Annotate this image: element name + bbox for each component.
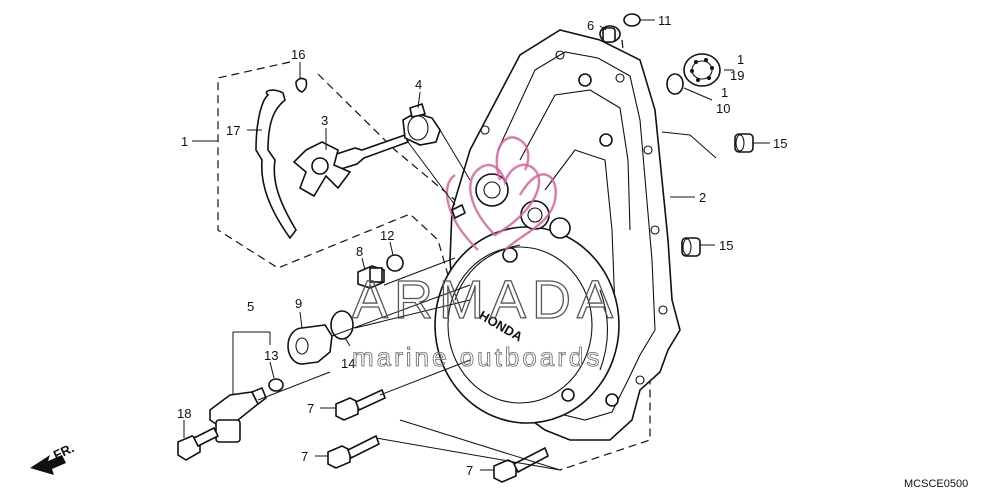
callout-14: 14 <box>341 356 355 371</box>
callout-6: 6 <box>587 18 594 33</box>
callout-1-assembly: 1 <box>181 134 188 149</box>
callout-1-seal: 1 <box>721 85 728 100</box>
callout-12: 12 <box>380 228 394 243</box>
callout-1-bearing: 1 <box>737 52 744 67</box>
plug-bolt-part-8 <box>357 265 385 289</box>
callout-13: 13 <box>264 348 278 363</box>
callout-15-upper: 15 <box>773 136 787 151</box>
front-direction-indicator: FR. <box>30 440 76 475</box>
callout-11: 11 <box>658 13 672 28</box>
sensor-boss <box>520 200 550 230</box>
plug-part-9 <box>287 324 333 365</box>
callout-8: 8 <box>356 244 363 259</box>
dowel-pin-part-15-upper <box>734 133 754 153</box>
oil-seal-part-10 <box>666 73 684 95</box>
plug-part-6 <box>599 25 621 43</box>
callout-7-a: 7 <box>307 401 314 416</box>
sensor-part-5 <box>209 386 267 443</box>
bolt-part-7-a <box>335 388 387 421</box>
bolt-part-18 <box>177 426 220 461</box>
callout-4: 4 <box>415 77 422 92</box>
direction-label: FR. <box>51 440 76 462</box>
pump-boss <box>475 173 509 207</box>
rear-case-cover-housing: HONDA <box>434 29 681 441</box>
impeller-shaft-part-3 <box>292 133 410 198</box>
small-stud <box>450 203 467 220</box>
water-pump-seal-part-4 <box>402 102 441 146</box>
water-pump-group-outline-2 <box>317 73 456 201</box>
water-hose-part-17 <box>255 89 297 240</box>
o-ring-part-14 <box>330 310 354 340</box>
arrow-left-icon <box>30 455 66 475</box>
callout-19: 19 <box>730 68 744 83</box>
watermark-hearts-logo <box>445 136 557 251</box>
washer-part-12 <box>386 254 404 272</box>
callout-15-lower: 15 <box>719 238 733 253</box>
callout-7-b: 7 <box>301 449 308 464</box>
callout-labels: 1 17 16 3 4 6 11 1 19 1 10 15 2 15 8 12 … <box>177 13 787 478</box>
callout-10: 10 <box>716 101 730 116</box>
callout-3: 3 <box>321 113 328 128</box>
leader-lines <box>183 19 770 471</box>
o-ring-part-11 <box>623 13 641 27</box>
bearing-part-19 <box>683 53 721 87</box>
callout-5: 5 <box>247 299 254 314</box>
o-ring-part-13 <box>268 378 284 392</box>
watermark-tagline: marine outboards <box>352 342 602 372</box>
hose-clip-part-16 <box>295 77 308 93</box>
bolt-part-7-c <box>493 446 549 483</box>
callout-17: 17 <box>226 123 240 138</box>
callout-2: 2 <box>699 190 706 205</box>
bolt-part-7-b <box>327 434 381 469</box>
callout-18: 18 <box>177 406 191 421</box>
dowel-pin-part-15-lower <box>681 237 701 257</box>
callout-7-c: 7 <box>466 463 473 478</box>
watermark-brand: ARMADA <box>352 270 619 330</box>
callout-16: 16 <box>291 47 305 62</box>
drawing-code: MCSCE0500 <box>904 478 968 490</box>
callout-9: 9 <box>295 296 302 311</box>
